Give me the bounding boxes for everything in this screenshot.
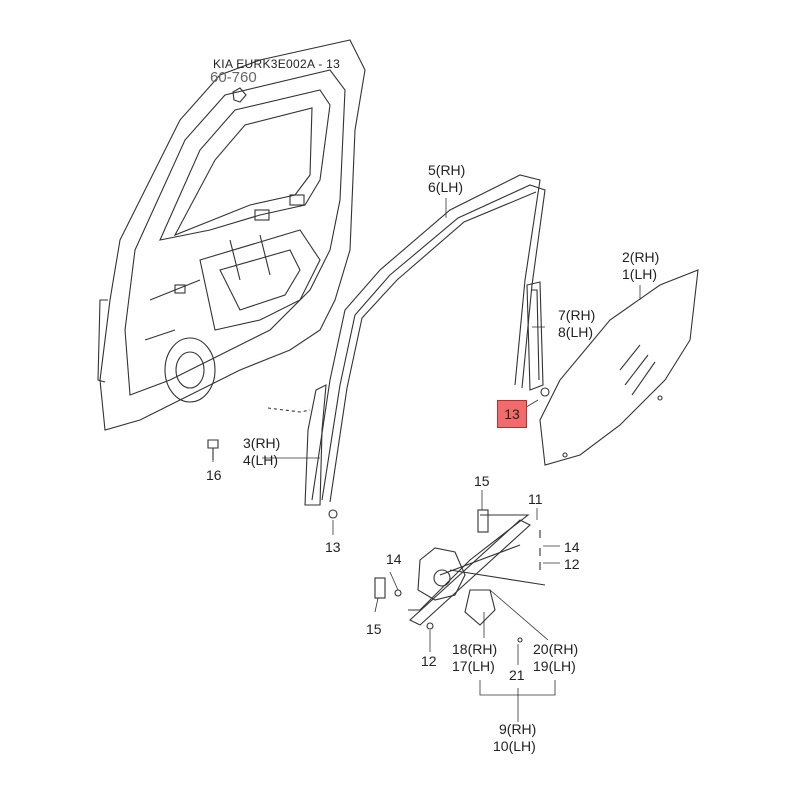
callout-12-right[interactable]: 12 xyxy=(564,556,580,572)
callout-2-rh[interactable]: 2(RH) xyxy=(622,249,660,265)
callout-10-lh[interactable]: 10(LH) xyxy=(493,738,536,754)
callout-6-lh[interactable]: 6(LH) xyxy=(428,179,464,195)
callout-9-rh[interactable]: 9(RH) xyxy=(499,721,537,737)
callout-12-bottom[interactable]: 12 xyxy=(421,653,437,669)
leader-lines xyxy=(212,198,641,722)
door-panel xyxy=(97,39,366,431)
front-channel xyxy=(267,384,327,506)
callout-19-lh[interactable]: 19(LH) xyxy=(533,658,576,674)
callout-8-lh[interactable]: 8(LH) xyxy=(558,324,594,340)
callout-3-rh[interactable]: 3(RH) xyxy=(243,435,281,451)
callout-7-rh[interactable]: 7(RH) xyxy=(558,307,596,323)
group-number: 60-760 xyxy=(210,69,257,86)
callout-15-top[interactable]: 15 xyxy=(474,473,490,489)
callout-5-rh[interactable]: 5(RH) xyxy=(428,162,466,178)
bolt-13-lower xyxy=(328,509,338,519)
rear-channel xyxy=(526,281,544,391)
callout-16[interactable]: 16 xyxy=(206,467,222,483)
callout-11[interactable]: 11 xyxy=(528,491,543,507)
callout-17-lh[interactable]: 17(LH) xyxy=(452,658,495,674)
callout-20-rh[interactable]: 20(RH) xyxy=(533,641,579,657)
callout-18-rh[interactable]: 18(RH) xyxy=(452,641,498,657)
callout-4-lh[interactable]: 4(LH) xyxy=(243,452,279,468)
callout-13-highlight[interactable]: 13 xyxy=(497,400,527,428)
callout-13-lower[interactable]: 13 xyxy=(325,539,341,555)
glass-run-channel xyxy=(311,174,546,503)
window-regulator xyxy=(374,509,546,643)
diagram-code: KIA EURK3E002A - 13 xyxy=(213,57,341,71)
callout-1-lh[interactable]: 1(LH) xyxy=(622,266,658,282)
callout-21[interactable]: 21 xyxy=(509,667,525,683)
callout-14-right[interactable]: 14 xyxy=(564,539,580,555)
callout-14-left[interactable]: 14 xyxy=(386,551,402,567)
callout-15-left[interactable]: 15 xyxy=(366,621,382,637)
door-glass xyxy=(539,269,699,466)
bolt-13-upper xyxy=(540,387,550,397)
